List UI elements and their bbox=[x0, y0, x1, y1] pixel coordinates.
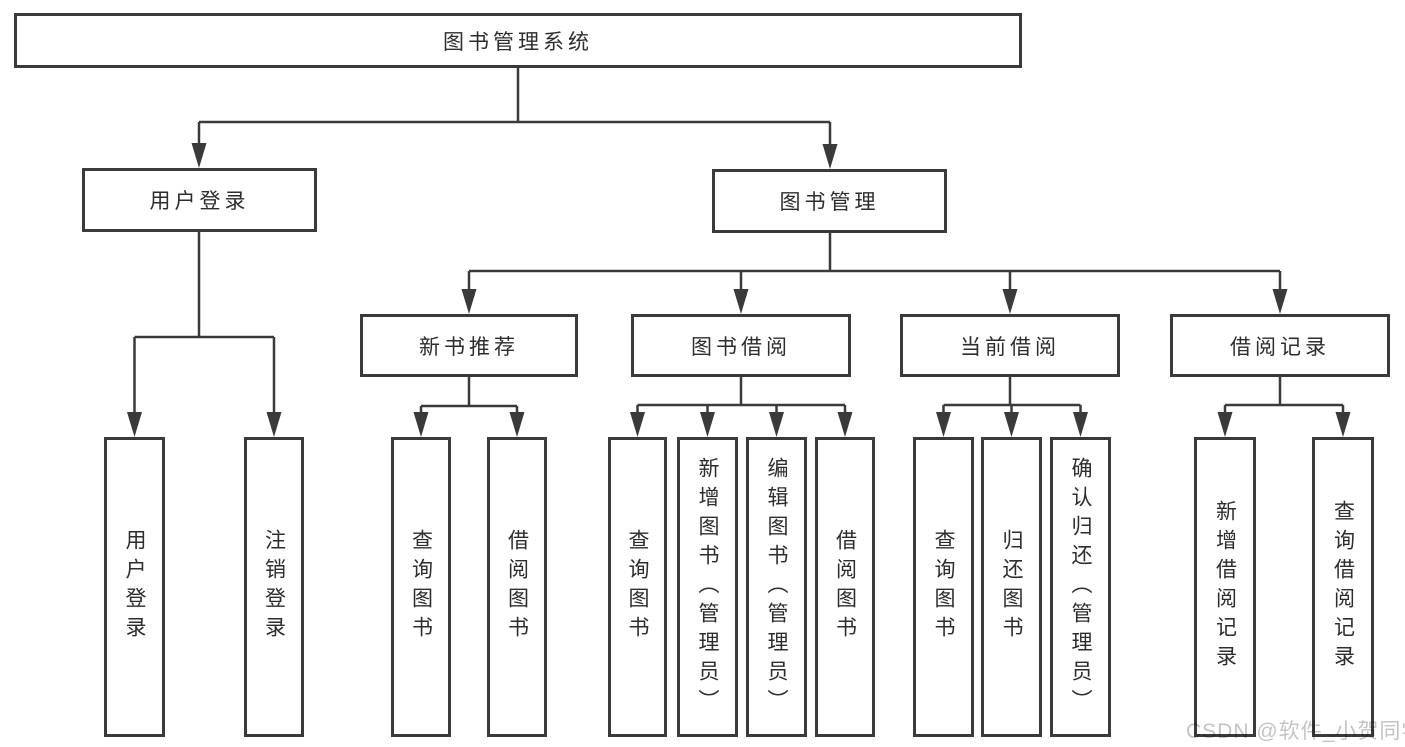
node-label: 图书借阅 bbox=[691, 335, 791, 359]
node-label: 用户登录 bbox=[149, 190, 250, 213]
csdn-watermark: CSDN @软件_小贺同学 bbox=[1186, 720, 1405, 743]
node-book-management: 图书管理 bbox=[712, 169, 947, 233]
leaf-add-borrow-record: 新增借阅记录 bbox=[1194, 437, 1256, 737]
node-label: 借阅记录 bbox=[1230, 335, 1330, 359]
node-label: 查询借阅记录 bbox=[1331, 500, 1355, 674]
node-label: 归还图书 bbox=[1000, 529, 1023, 645]
node-label: 借阅图书 bbox=[833, 529, 857, 645]
node-label: 确认归还（管理员） bbox=[1069, 456, 1092, 718]
leaf-user-login: 用户登录 bbox=[104, 437, 165, 737]
node-current-borrowing: 当前借阅 bbox=[900, 314, 1120, 377]
node-borrowing-records: 借阅记录 bbox=[1170, 314, 1390, 377]
leaf-borrow-books-recommend: 借阅图书 bbox=[487, 437, 547, 737]
leaf-return-books: 归还图书 bbox=[981, 437, 1042, 737]
node-label: 图书管理系统 bbox=[443, 30, 593, 54]
node-book-borrowing: 图书借阅 bbox=[631, 314, 851, 377]
leaf-query-books-current: 查询图书 bbox=[913, 437, 974, 737]
node-user-login: 用户登录 bbox=[82, 168, 317, 232]
node-label: 编辑图书（管理员） bbox=[765, 456, 788, 718]
leaf-logout-login: 注销登录 bbox=[244, 437, 304, 737]
node-label: 新书推荐 bbox=[419, 335, 519, 359]
node-label: 图书管理 bbox=[779, 191, 880, 214]
node-label: 借阅图书 bbox=[505, 529, 529, 645]
node-label: 新增借阅记录 bbox=[1213, 500, 1237, 674]
node-label: 当前借阅 bbox=[960, 335, 1060, 359]
node-label: 新增图书（管理员） bbox=[696, 456, 719, 718]
arrowheads bbox=[127, 143, 1351, 437]
leaf-add-books-admin: 新增图书（管理员） bbox=[677, 437, 738, 737]
node-label: 查询图书 bbox=[409, 529, 433, 645]
leaf-query-books-borrowing: 查询图书 bbox=[608, 437, 667, 737]
node-label: 查询图书 bbox=[626, 529, 649, 645]
node-label: 用户登录 bbox=[123, 529, 146, 645]
node-label: 查询图书 bbox=[932, 529, 955, 645]
leaf-edit-books-admin: 编辑图书（管理员） bbox=[746, 437, 807, 737]
leaf-confirm-return-admin: 确认归还（管理员） bbox=[1050, 437, 1111, 737]
leaf-query-books-recommend: 查询图书 bbox=[391, 437, 451, 737]
leaf-borrow-books-borrowing: 借阅图书 bbox=[815, 437, 875, 737]
node-label: 注销登录 bbox=[262, 529, 286, 645]
leaf-query-borrow-record: 查询借阅记录 bbox=[1312, 437, 1374, 737]
node-root-system: 图书管理系统 bbox=[14, 13, 1022, 68]
node-new-book-recommend: 新书推荐 bbox=[360, 314, 578, 377]
